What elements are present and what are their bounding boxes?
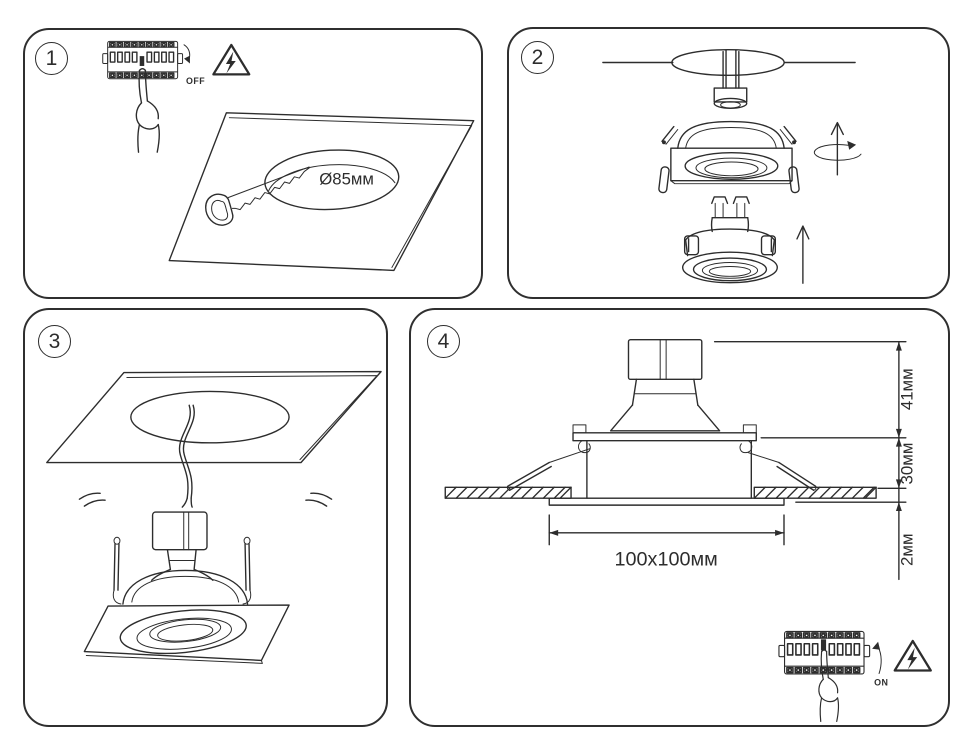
ceiling-panel-drawing: [46, 370, 382, 464]
power-on-label: ON: [874, 677, 888, 687]
installed-light-cross-section: [444, 339, 877, 506]
on-arrow-icon: [872, 641, 882, 674]
pointing-hand-icon: [818, 649, 840, 723]
pointing-hand-icon: [135, 67, 160, 153]
cutout-size-label: 100x100мм: [615, 549, 718, 571]
step-4-panel: 4: [409, 308, 950, 727]
keyhole-saw-icon: [205, 166, 310, 226]
electric-shock-warning-icon: [212, 43, 251, 76]
step-number: 4: [437, 329, 450, 353]
step-3-panel: 3: [23, 308, 388, 727]
ceiling-hatched-drawing: [444, 486, 877, 499]
spring-clip-icon: [661, 125, 797, 145]
clip-anchor-icon: [739, 440, 753, 454]
dim-2mm-label: 2мм: [898, 533, 917, 566]
downlight-frame-drawing: [658, 120, 800, 194]
hole-diameter-label: Ø85мм: [319, 170, 374, 189]
step-number-badge: 2: [521, 41, 554, 74]
power-off-label: OFF: [186, 76, 205, 86]
step-3-drawing: [46, 370, 382, 664]
step-4-drawing: 41мм 30мм 2мм 100x100мм ON: [444, 339, 932, 723]
cutout-hole-drawing: [130, 390, 290, 444]
insert-up-arrow-icon: [796, 225, 810, 284]
ceiling-panel-drawing: [168, 112, 475, 272]
step-number: 3: [48, 329, 61, 353]
step-1-panel: 1 OFF Ø85мм: [23, 28, 483, 299]
spring-clip-icon: [683, 235, 776, 256]
trim-frame-drawing: [83, 604, 290, 664]
circuit-breaker-icon: [102, 40, 184, 153]
dimension-line-vertical: [713, 341, 907, 581]
vibration-marks: [78, 492, 333, 507]
step-2-drawing: [602, 49, 862, 284]
step-number: 2: [531, 45, 544, 69]
step-number-badge: 3: [38, 325, 71, 358]
mains-wire-drawing: [178, 404, 195, 508]
lamp-socket-drawing: [713, 87, 748, 110]
dim-41mm-label: 41мм: [898, 368, 917, 410]
spring-clip-icon: [658, 166, 800, 194]
gu10-bulb-drawing: [681, 196, 778, 284]
step-number: 1: [45, 46, 58, 70]
downlight-body-drawing: [83, 511, 290, 664]
off-arrow-icon: [183, 44, 191, 64]
spring-clip-icon: [112, 536, 252, 605]
ceiling-cross-section-drawing: [602, 49, 856, 76]
mains-wire-drawing: [722, 49, 740, 89]
step-number-badge: 1: [35, 42, 68, 75]
rotation-arrow-icon: [813, 121, 862, 176]
step-1-drawing: OFF Ø85мм: [102, 40, 475, 272]
spring-clip-icon: [506, 448, 817, 491]
step-2-panel: 2: [507, 27, 950, 299]
trim-frame-drawing: [548, 497, 785, 506]
electric-shock-warning-icon: [893, 639, 932, 672]
circuit-breaker-icon: [778, 630, 871, 723]
clip-anchor-icon: [577, 440, 591, 454]
dim-30mm-label: 30мм: [898, 443, 917, 485]
step-number-badge: 4: [427, 325, 460, 358]
cutout-size-dimension: [548, 514, 785, 546]
